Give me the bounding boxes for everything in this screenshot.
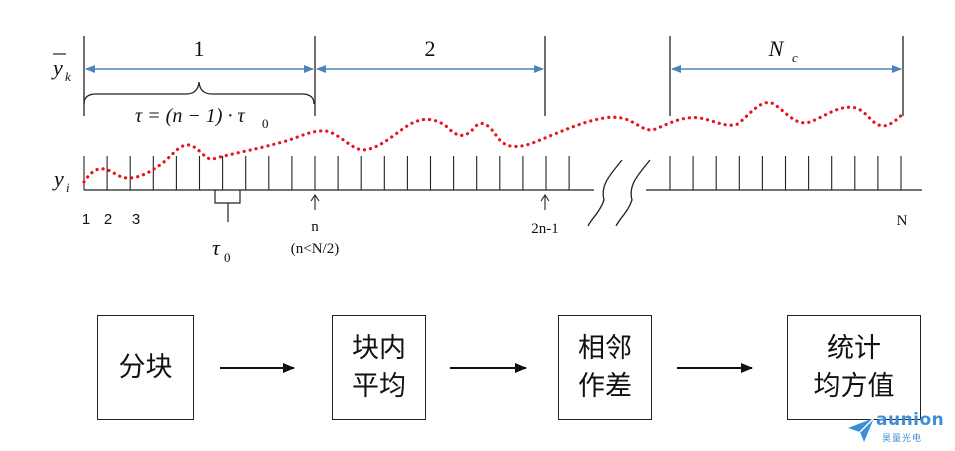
signal-curve [82,101,906,184]
2n-1-pointer [540,194,550,210]
index-1-label: 1 [82,211,90,228]
svg-text:N: N [768,36,785,61]
2n-1-label: 2n-1 [531,221,559,237]
tau0-bracket [214,190,241,222]
step-block-partition: 分块 [97,315,194,420]
svg-text:τ: τ [212,235,221,260]
step-label-line1: 统计 [827,332,881,364]
block1-brace [83,81,315,105]
aunion-logo: aunion 昊量光电 [846,410,951,448]
N-label: N [897,213,908,229]
svg-text:k: k [65,69,71,84]
yi-label: y i [52,166,70,195]
svg-text:y: y [51,55,63,80]
axis-break [587,159,651,227]
n-pointer [310,194,320,210]
tau0-label: τ 0 [212,235,231,265]
block-1-label: 1 [194,36,205,61]
block-Nc-label: N c [768,36,798,65]
svg-text:τ = (n − 1) · τ: τ = (n − 1) · τ [135,105,245,127]
step-label-line1: 块内 [352,332,406,364]
svg-text:c: c [792,50,798,65]
block-2-label: 2 [425,36,436,61]
n-condition-label: (n<N/2) [291,241,339,257]
svg-text:0: 0 [262,116,269,131]
tau-equation: τ = (n − 1) · τ 0 [135,105,269,131]
logo-subtitle: 昊量光电 [882,434,923,444]
step-adjacent-difference: 相邻 作差 [558,315,652,420]
svg-text:y: y [52,166,64,191]
step-label-line2: 作差 [578,370,632,402]
step-label-line2: 平均 [352,370,406,402]
ybar-k-label: y k [51,53,71,84]
logo-wordmark: aunion [876,410,945,430]
sample-ticks [83,156,902,190]
step-label-line1: 相邻 [578,332,632,364]
step-label: 分块 [118,351,173,383]
step-mean-square-statistics: 统计 均方值 [787,315,921,420]
index-3-label: 3 [132,211,140,228]
n-label: n [311,219,319,235]
step-intra-block-average: 块内 平均 [332,315,426,420]
svg-text:i: i [66,180,70,195]
step-label-line2: 均方值 [813,370,895,402]
paper-plane-icon [848,417,875,442]
index-2-label: 2 [104,211,112,228]
svg-text:0: 0 [224,250,231,265]
